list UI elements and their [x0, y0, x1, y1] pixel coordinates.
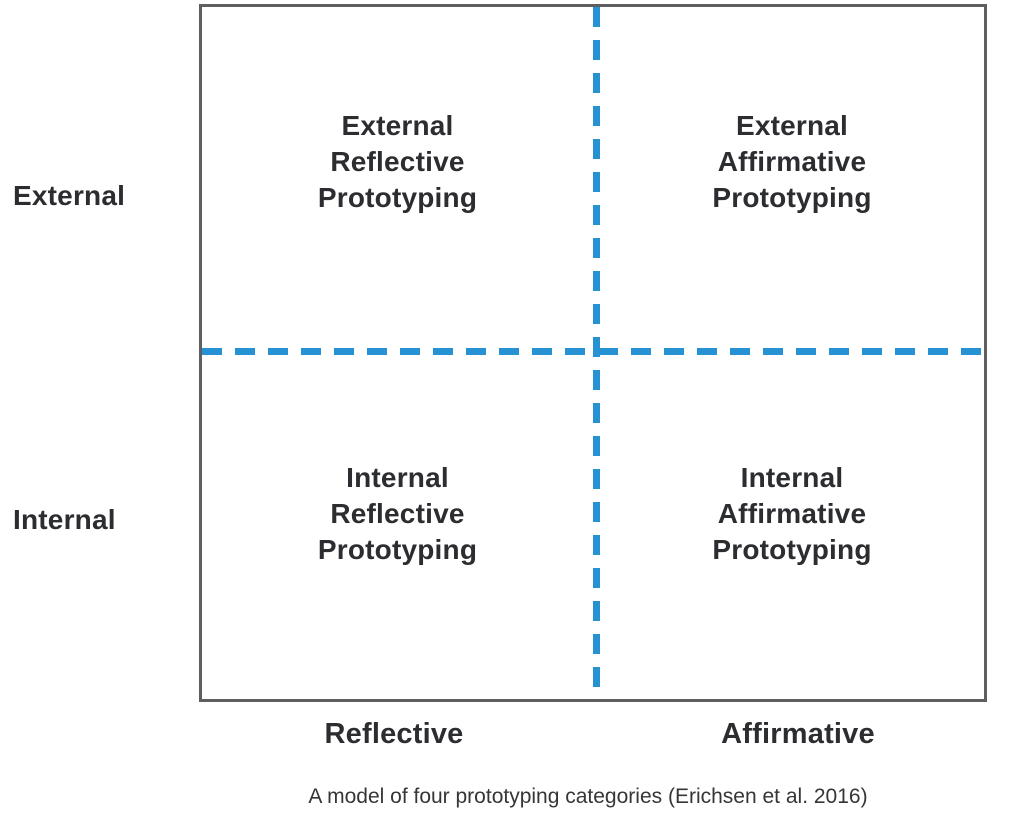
matrix-box: External Reflective Prototyping External… [199, 4, 987, 702]
quadrant-internal-reflective: Internal Reflective Prototyping [317, 462, 478, 565]
y-axis-label-external: External [13, 180, 126, 211]
x-axis-label-reflective: Reflective [324, 718, 464, 750]
y-axis-label-internal: Internal [13, 504, 116, 535]
x-axis-label-affirmative: Affirmative [721, 718, 875, 750]
quadrant-internal-affirmative: Internal Affirmative Prototyping [712, 462, 872, 565]
quadrant-external-affirmative: External Affirmative Prototyping [712, 110, 872, 213]
figure-caption: A model of four prototyping categories (… [308, 785, 868, 808]
quadrant-external-reflective: External Reflective Prototyping [317, 110, 478, 213]
horizontal-dashed-divider [202, 348, 984, 355]
